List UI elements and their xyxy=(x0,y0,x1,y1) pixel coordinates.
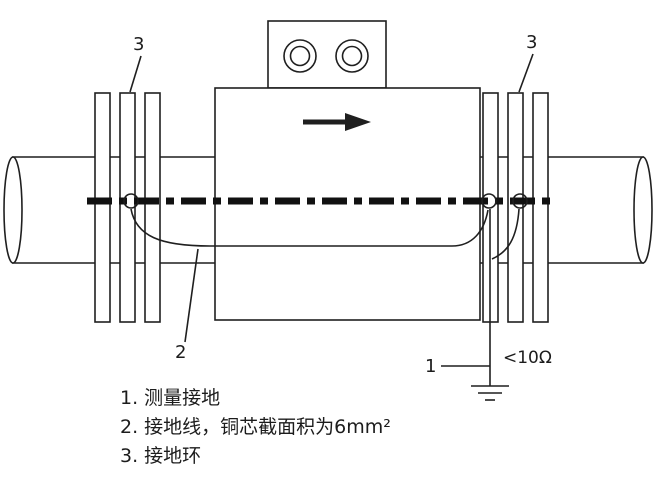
ground-resistance-value: <10Ω xyxy=(503,348,552,368)
callout-label-ground: 1 xyxy=(425,356,436,377)
callout-leaders xyxy=(129,53,534,343)
grounding-connection-point xyxy=(512,193,528,209)
flow-arrow-head xyxy=(345,113,371,131)
grounding-connection-point xyxy=(481,193,497,209)
flange-plate xyxy=(144,92,161,323)
callout-label-ring-left: 3 xyxy=(133,34,144,55)
flange-plate xyxy=(532,92,549,323)
cable-gland-icon xyxy=(335,39,369,73)
leader-line-ring-right xyxy=(518,53,534,93)
legend-item-measurement-ground: 1. 测量接地 xyxy=(120,387,220,409)
junction-box-housing xyxy=(267,20,387,89)
legend: 1. 测量接地 2. 接地线，铜芯截面积为6mm² 3. 接地环 xyxy=(120,387,391,467)
grounding-wire-branch xyxy=(491,208,520,260)
flow-arrow-icon xyxy=(303,113,371,131)
leader-line-ring-left xyxy=(129,55,142,93)
ground-symbol-icon xyxy=(441,365,509,401)
grounding-wire-main xyxy=(130,208,489,247)
pipe-right xyxy=(480,156,653,264)
leader-line-wire xyxy=(184,248,199,343)
cable-gland-icon xyxy=(289,45,311,67)
flange-plate xyxy=(94,92,111,323)
grounding-wire xyxy=(130,208,520,366)
legend-item-ground-wire: 2. 接地线，铜芯截面积为6mm² xyxy=(120,416,391,438)
junction-box xyxy=(267,20,387,89)
cable-gland-icon xyxy=(283,39,317,73)
pipe-left-end-face xyxy=(3,156,23,264)
callout-label-wire: 2 xyxy=(175,342,186,363)
callout-label-ring-right: 3 xyxy=(526,32,537,53)
grounding-connection-point xyxy=(123,193,139,209)
pipe-right-end-face xyxy=(633,156,653,264)
pipe-left xyxy=(3,156,215,264)
cable-gland-icon xyxy=(341,45,363,67)
legend-item-ground-ring: 3. 接地环 xyxy=(120,445,201,467)
grounding-connection-points xyxy=(123,193,528,209)
